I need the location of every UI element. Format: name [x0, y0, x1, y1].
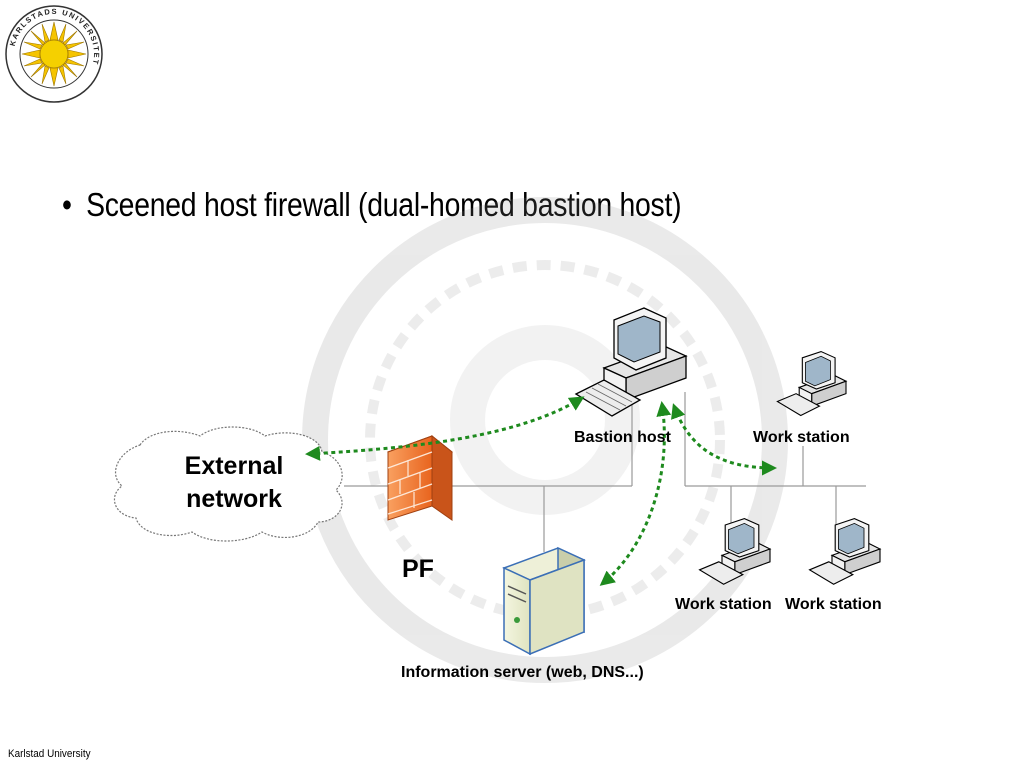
workstation-right-icon: [808, 518, 882, 585]
university-logo: KARLSTADS UNIVERSITET: [5, 5, 103, 103]
bastion-host-computer-icon: [574, 307, 688, 417]
footer-text: Karlstad University: [8, 748, 91, 760]
information-server-icon: [502, 546, 586, 656]
workstation-top-icon: [776, 350, 848, 417]
external-network-cloud: [113, 426, 343, 542]
sun-icon: [21, 21, 87, 87]
workstation-left-label: Work station: [675, 596, 772, 613]
workstation-left-icon: [698, 518, 772, 585]
firewall-icon: [386, 434, 454, 521]
information-server-label: Information server (web, DNS...): [401, 664, 644, 681]
bastion-host-label: Bastion host: [574, 429, 671, 446]
bullet-text: Sceened host firewall (dual-homed bastio…: [86, 186, 682, 223]
external-network-label-line1: External: [184, 452, 284, 480]
bullet-symbol: •: [62, 186, 72, 223]
arrow-bastion-to-internal: [671, 403, 777, 476]
arrow-bastion-to-server: [599, 401, 672, 586]
firewall-label: PF: [402, 555, 434, 583]
bullet-point: • Sceened host firewall (dual-homed basti…: [62, 186, 682, 224]
workstation-right-label: Work station: [785, 596, 882, 613]
traffic-arrows: [305, 396, 777, 586]
external-network-label-line2: network: [186, 485, 282, 513]
workstation-top-label: Work station: [753, 429, 850, 446]
